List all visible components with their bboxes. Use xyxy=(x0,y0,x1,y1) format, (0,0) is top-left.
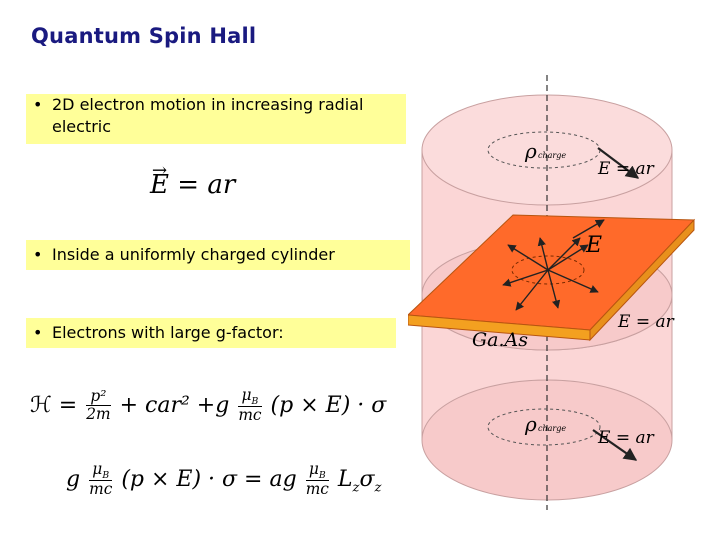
eq2-p2: p² xyxy=(90,387,107,406)
equation-spin-orbit: g μB mc (p × E) · σ = ag μB mc Lzσz xyxy=(66,460,382,499)
bullet-box-radial-field: • 2D electron motion in increasing radia… xyxy=(26,94,406,144)
eq3-z2: z xyxy=(374,480,382,496)
eq2-2m: 2m xyxy=(86,404,111,423)
eq2-H: ℋ xyxy=(30,392,52,418)
eq3-z1: z xyxy=(352,480,360,496)
charged-cylinder-diagram: ρ charge E = ar E = ar E Ga.As ρ charge … xyxy=(408,75,696,510)
bottom-rho-sub: charge xyxy=(538,424,566,433)
mid-field-label: E = ar xyxy=(617,312,675,332)
plate-field-label: E xyxy=(585,233,602,258)
top-rho-sub: charge xyxy=(538,151,566,160)
top-field-arrow xyxy=(597,147,640,179)
bullet-text: Inside a uniformly charged cylinder xyxy=(52,245,335,264)
eq2-kinetic-fraction: p² 2m xyxy=(86,387,111,423)
bottom-charge-ellipse xyxy=(487,408,601,446)
eq3-muB-2: μB xyxy=(308,460,326,482)
bottom-field-arrow xyxy=(592,429,638,461)
eq2-plus1: + xyxy=(119,392,139,418)
bullet-box-cylinder: • Inside a uniformly charged cylinder xyxy=(26,240,410,270)
eq3-equals: = xyxy=(244,466,263,492)
eq3-cross-product: (p × E) · σ xyxy=(121,466,238,492)
eq3-mc: mc xyxy=(89,480,113,499)
eq2-equals: = xyxy=(58,392,78,418)
equation-field: E = ar xyxy=(150,160,236,200)
eq2-potential: car² xyxy=(145,392,190,418)
bullet-marker: • xyxy=(33,323,43,342)
top-rho-label: ρ xyxy=(524,139,537,163)
material-label: Ga.As xyxy=(472,329,528,351)
bullet-marker: • xyxy=(33,95,43,114)
eq3-mc-2: mc xyxy=(305,480,329,499)
bottom-field-label: E = ar xyxy=(597,428,655,448)
eq3-L: L xyxy=(337,466,353,492)
eq1-rhs: ar xyxy=(207,170,236,200)
eq3-ag: ag xyxy=(269,466,297,492)
bullet-box-g-factor: • Electrons with large g-factor: xyxy=(26,318,396,348)
eq2-mc: mc xyxy=(238,406,262,425)
bullet-text: Electrons with large g-factor: xyxy=(52,323,284,342)
eq2-muB: μB xyxy=(241,386,259,408)
slide-title: Quantum Spin Hall xyxy=(31,24,257,48)
eq3-magneton-fraction: μB mc xyxy=(89,460,113,499)
eq3-muB: μB xyxy=(92,460,110,482)
eq2-plus-g: +g xyxy=(196,392,230,418)
gaas-plate xyxy=(408,214,696,342)
eq1-equals: = xyxy=(177,170,200,200)
eq3-g: g xyxy=(66,466,81,492)
plate-field-arrow xyxy=(572,219,605,239)
bottom-rho-label: ρ xyxy=(524,412,537,436)
eq3-sigma: σ xyxy=(359,466,375,492)
eq1-lhs: E xyxy=(150,160,169,200)
top-field-label: E = ar xyxy=(597,159,655,179)
bullet-text: 2D electron motion in increasing radial … xyxy=(52,95,364,136)
eq3-magneton-fraction-2: μB mc xyxy=(305,460,329,499)
equation-hamiltonian: ℋ = p² 2m + car² +g μB mc (p × E) · σ xyxy=(30,386,387,425)
eq2-cross-product: (p × E) · σ xyxy=(270,392,387,418)
bullet-marker: • xyxy=(33,245,43,264)
eq2-magneton-fraction: μB mc xyxy=(238,386,262,425)
